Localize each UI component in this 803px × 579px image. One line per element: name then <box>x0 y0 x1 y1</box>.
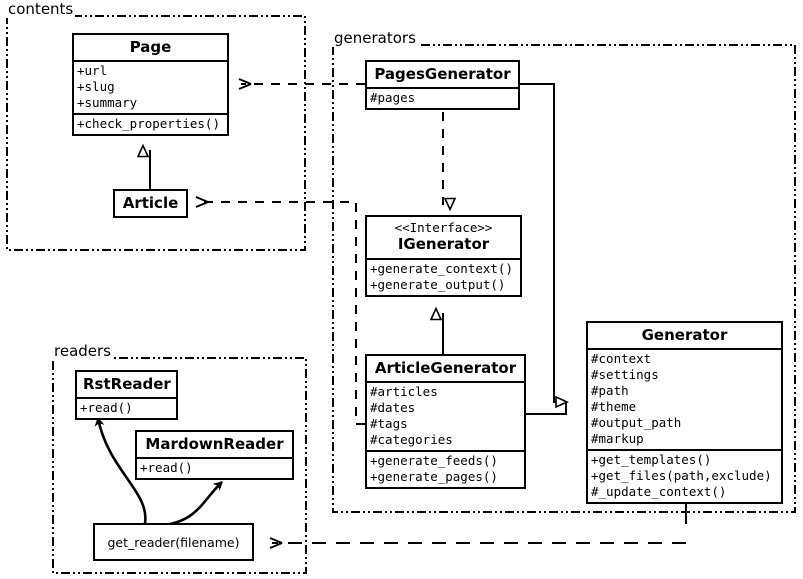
rel-articlegenerator-to-article <box>195 196 365 425</box>
operation-row: +get_files(path,exclude) <box>591 468 772 483</box>
class-operations-generator: +get_templates() +get_files(path,exclude… <box>588 449 781 502</box>
class-operations-rstreader: +read() <box>77 397 176 418</box>
class-box-page[interactable]: Page +url +slug +summary +check_properti… <box>72 33 229 136</box>
attribute-row: #path <box>591 383 629 398</box>
package-label-generators: generators <box>332 29 418 47</box>
attribute-row: #articles <box>370 384 438 399</box>
operation-row: +read() <box>140 460 193 475</box>
class-box-rstreader[interactable]: RstReader +read() <box>75 370 178 420</box>
attribute-row: #markup <box>591 431 644 446</box>
operation-row: +check_properties() <box>77 116 220 131</box>
attribute-row: #categories <box>370 432 453 447</box>
class-operations-igenerator: +generate_context() +generate_output() <box>367 258 520 295</box>
operation-row: +generate_context() <box>370 261 513 276</box>
class-attributes-pagesgenerator: #pages <box>367 87 518 108</box>
class-box-mardownreader[interactable]: MardownReader +read() <box>135 430 294 480</box>
class-name-page: Page <box>129 38 172 56</box>
class-name-articlegenerator: ArticleGenerator <box>374 359 517 377</box>
class-name-mardownreader: MardownReader <box>145 435 284 453</box>
rel-getreader-to-mardownreader <box>164 481 223 527</box>
class-attributes-generator: #context #settings #path #theme #output_… <box>588 348 781 449</box>
attribute-row: #pages <box>370 90 416 105</box>
class-name-article: Article <box>122 194 179 212</box>
class-box-igenerator[interactable]: <<Interface>> IGenerator +generate_conte… <box>365 215 522 297</box>
class-name-pagesgenerator: PagesGenerator <box>374 65 511 83</box>
attribute-row: #output_path <box>591 415 682 430</box>
package-label-readers: readers <box>52 342 113 360</box>
attribute-row: #dates <box>370 400 416 415</box>
attribute-row: #context <box>591 351 652 366</box>
class-name-igenerator: IGenerator <box>397 235 490 253</box>
attribute-row: +slug <box>77 79 115 94</box>
rel-articlegenerator-to-generator <box>526 402 567 415</box>
class-stereotype-igenerator: <<Interface>> <box>394 220 493 235</box>
attribute-row: #tags <box>370 416 408 431</box>
operation-row: #_update_context() <box>591 484 727 499</box>
operation-row: +get_templates() <box>591 452 712 467</box>
attribute-row: +summary <box>77 95 138 110</box>
class-operations-articlegenerator: +generate_feeds() +generate_pages() <box>367 450 524 487</box>
class-box-article[interactable]: Article <box>113 189 188 218</box>
function-label-get-reader: get_reader(filename) <box>107 534 240 550</box>
rel-pagesgenerator-to-generator <box>520 83 566 402</box>
class-operations-page: +check_properties() <box>74 113 227 134</box>
class-attributes-page: +url +slug +summary <box>74 60 227 113</box>
function-box-get-reader[interactable]: get_reader(filename) <box>93 523 254 561</box>
class-box-pagesgenerator[interactable]: PagesGenerator #pages <box>365 60 520 110</box>
class-operations-mardownreader: +read() <box>137 457 292 478</box>
class-name-generator: Generator <box>641 326 728 344</box>
class-attributes-articlegenerator: #articles #dates #tags #categories <box>367 381 524 450</box>
class-box-generator[interactable]: Generator #context #settings #path #them… <box>586 321 783 504</box>
attribute-row: +url <box>77 63 108 78</box>
attribute-row: #settings <box>591 367 659 382</box>
operation-row: +generate_feeds() <box>370 453 498 468</box>
package-label-contents: contents <box>6 0 76 18</box>
operation-row: +generate_output() <box>370 277 506 292</box>
operation-row: +read() <box>80 400 133 415</box>
attribute-row: #theme <box>591 399 637 414</box>
class-box-articlegenerator[interactable]: ArticleGenerator #articles #dates #tags … <box>365 354 526 489</box>
operation-row: +generate_pages() <box>370 469 498 484</box>
class-name-rstreader: RstReader <box>83 375 171 393</box>
